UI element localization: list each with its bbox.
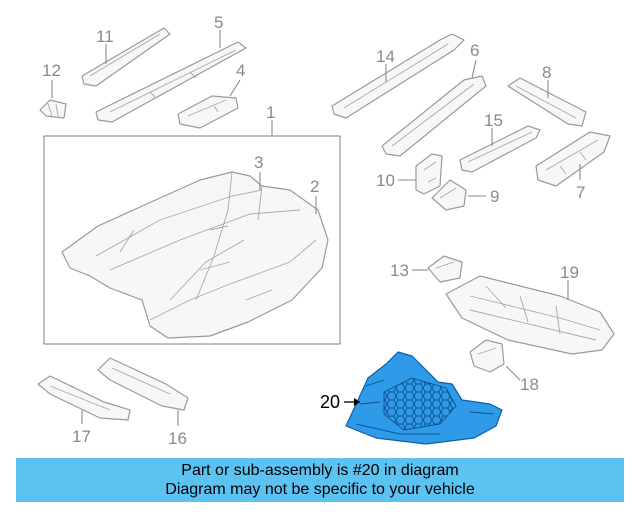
part-16-crossmember[interactable] <box>97 357 189 411</box>
part-5-rail[interactable] <box>95 41 247 123</box>
callout-11: 11 <box>96 27 114 46</box>
part-7-crossmember[interactable] <box>535 131 611 187</box>
part-6-rail[interactable] <box>381 75 487 157</box>
callout-6: 6 <box>470 41 479 60</box>
floor-pan[interactable] <box>61 171 329 339</box>
part-18-bracket[interactable] <box>469 339 505 373</box>
callout-2: 2 <box>310 177 319 196</box>
callout-5: 5 <box>214 13 223 32</box>
part-4-bracket[interactable] <box>177 95 239 129</box>
callout-10: 10 <box>376 171 395 190</box>
callout-1: 1 <box>266 103 275 122</box>
callout-4: 4 <box>236 61 245 80</box>
part-15-rail[interactable] <box>459 125 541 173</box>
info-banner: Part or sub-assembly is #20 in diagram D… <box>16 458 624 502</box>
part-13-bracket[interactable] <box>427 255 463 283</box>
banner-line-2: Diagram may not be specific to your vehi… <box>165 481 475 498</box>
part-12-bracket[interactable] <box>39 99 67 119</box>
callout-20: 20 <box>320 392 340 412</box>
callout-14: 14 <box>376 47 395 66</box>
part-8-rail[interactable] <box>507 77 587 127</box>
callout-19: 19 <box>560 263 579 282</box>
parts-diagram: 11 5 12 4 1 3 2 14 6 <box>37 13 615 448</box>
callout-8: 8 <box>542 63 551 82</box>
callout-17: 17 <box>72 427 91 446</box>
part-1-assembly-box <box>43 135 341 345</box>
callout-9: 9 <box>490 187 499 206</box>
part-19-undercover[interactable] <box>445 275 615 355</box>
part-14-rail[interactable] <box>331 33 465 119</box>
callout-15: 15 <box>484 111 503 130</box>
callout-18: 18 <box>520 375 539 394</box>
part-17-crossmember[interactable] <box>37 375 131 421</box>
callout-13: 13 <box>390 261 409 280</box>
part-20-highlighted-undercover[interactable] <box>345 351 503 445</box>
callout-3: 3 <box>254 153 263 172</box>
callout-16: 16 <box>168 429 187 448</box>
part-11-rail[interactable] <box>81 27 171 87</box>
banner-line-1: Part or sub-assembly is #20 in diagram <box>181 462 459 479</box>
part-10-bracket[interactable] <box>415 153 443 195</box>
callout-7: 7 <box>576 183 585 202</box>
part-9-bracket[interactable] <box>431 179 467 211</box>
callout-12: 12 <box>42 61 61 80</box>
